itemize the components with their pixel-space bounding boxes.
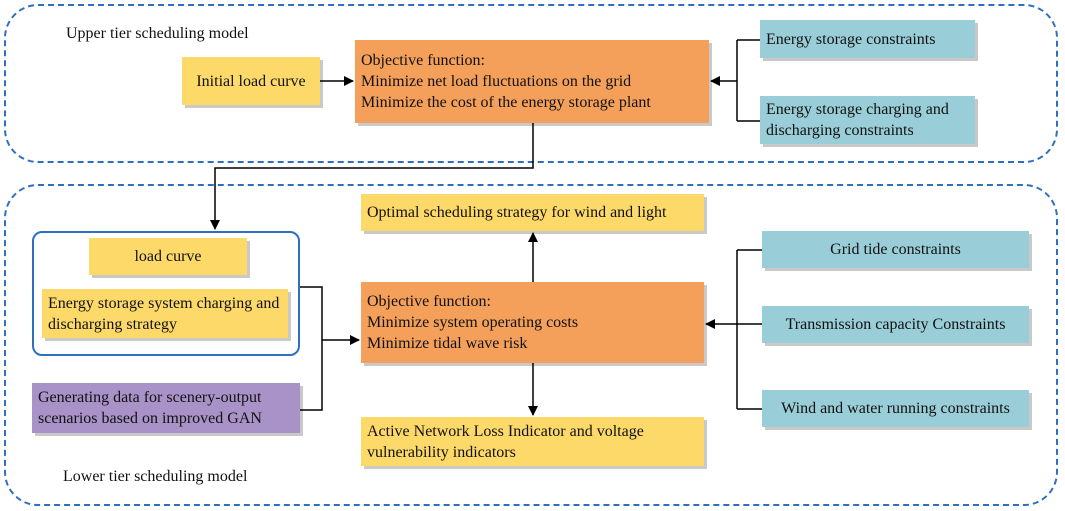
upper-objective-box: Objective function: Minimize net load fl… [355,40,709,123]
lower-objective-line-1: Minimize system operating costs [367,314,579,331]
upper-objective-line-2: Minimize the cost of the energy storage … [361,94,651,111]
optimal-strategy-box: Optimal scheduling strategy for wind and… [361,194,704,231]
indicators-label: Active Network Loss Indicator and voltag… [367,422,644,461]
upper-tier-label: Upper tier scheduling model [66,25,249,42]
grid-tide-constraints-label: Grid tide constraints [830,241,961,258]
grid-tide-constraints-box: Grid tide constraints [762,231,1029,268]
initial-load-curve-box: Initial load curve [182,57,320,105]
charging-discharging-constraints-box: Energy storage charging and discharging … [760,96,975,144]
indicators-box: Active Network Loss Indicator and voltag… [361,417,704,466]
gan-scenario-label: Generating data for scenery-output scena… [38,389,262,427]
load-curve-box: load curve [89,238,247,275]
charging-strategy-label: Energy storage system charging and disch… [48,294,280,333]
charging-strategy-box: Energy storage system charging and disch… [42,289,288,338]
upper-objective-line-1: Minimize net load fluctuations on the gr… [361,73,632,90]
charging-discharging-constraints-label: Energy storage charging and discharging … [766,101,949,139]
lower-objective-title: Objective function: [367,293,491,310]
lower-objective-box: Objective function: Minimize system oper… [361,282,704,363]
lower-objective-line-2: Minimize tidal wave risk [367,335,528,352]
optimal-strategy-label: Optimal scheduling strategy for wind and… [367,204,667,221]
lower-tier-label: Lower tier scheduling model [63,468,248,485]
wind-water-constraints-box: Wind and water running constraints [762,390,1029,427]
energy-storage-constraints-box: Energy storage constraints [760,20,975,58]
gan-scenario-box: Generating data for scenery-output scena… [32,383,300,433]
transmission-capacity-constraints-label: Transmission capacity Constraints [785,316,1006,333]
upper-objective-title: Objective function: [361,52,485,69]
energy-storage-constraints-label: Energy storage constraints [766,30,936,48]
wind-water-constraints-label: Wind and water running constraints [781,400,1010,417]
transmission-capacity-constraints-box: Transmission capacity Constraints [762,306,1029,343]
lower-input-group-frame [32,231,300,356]
